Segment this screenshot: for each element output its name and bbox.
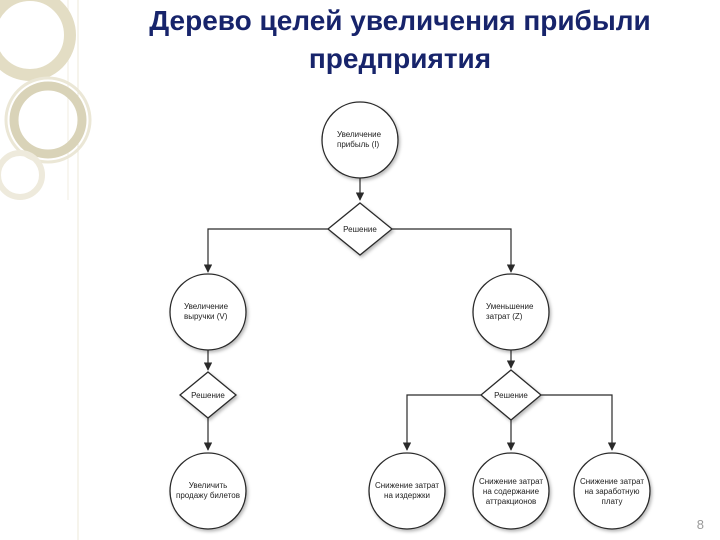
node-tickets-circle: [169, 452, 247, 530]
deco-ring-mid: [9, 81, 87, 159]
decision-top-label: Решение: [343, 225, 377, 234]
node-attractions-line-1: Снижение затрат: [479, 477, 543, 486]
node-revenue-line-2: выручки (V): [184, 312, 228, 321]
node-revenue: Увеличение выручки (V): [169, 273, 247, 351]
node-salary-line-2: на заработную: [584, 487, 639, 496]
connector-decision-to-right: [392, 228, 516, 273]
node-attractions-line-3: аттракционов: [486, 497, 537, 506]
node-tickets-line-2: продажу билетов: [176, 491, 240, 500]
title-line-1: Дерево целей увеличения прибыли: [149, 5, 651, 36]
node-salary-line-3: плату: [601, 497, 622, 506]
deco-ring-large: [0, 0, 76, 81]
node-costs-reduction-circle: [472, 273, 550, 351]
node-tickets: Увеличить продажу билетов: [169, 452, 247, 530]
decision-right-diamond: [479, 369, 543, 421]
decision-right: Решение: [479, 369, 543, 421]
node-root: Увеличение прибыль (I): [321, 101, 399, 179]
node-costs-reduction: Уменьшение затрат (Z): [472, 273, 550, 351]
node-salary-line-1: Снижение затрат: [580, 477, 644, 486]
node-salary: Снижение затрат на заработную плату: [573, 452, 651, 530]
connector-decision-to-costs: [402, 394, 481, 451]
decision-top: Решение: [326, 202, 394, 256]
node-overhead-line-1: Снижение затрат: [375, 481, 439, 490]
node-overhead-line-2: на издержки: [384, 491, 430, 500]
deco-ring-outer: [4, 76, 92, 164]
node-revenue-circle: [169, 273, 247, 351]
connector-decision-to-salary: [541, 394, 617, 451]
node-attractions-circle: [472, 452, 550, 530]
node-root-circle: [321, 101, 399, 179]
node-costs-reduction-line-2: затрат (Z): [486, 312, 523, 321]
node-attractions-line-2: на содержание: [483, 487, 540, 496]
decision-right-label: Решение: [494, 391, 528, 400]
deco-ring-small: [0, 150, 45, 200]
decision-top-diamond: [326, 202, 394, 256]
node-costs-reduction-line-1: Уменьшение: [486, 302, 534, 311]
node-overhead: Снижение затрат на издержки: [368, 452, 446, 530]
decision-left-diamond: [178, 371, 238, 419]
connectors: [203, 178, 617, 451]
node-salary-circle: [573, 452, 651, 530]
decorative-rings: [0, 0, 92, 540]
decision-left-label: Решение: [191, 391, 225, 400]
node-root-line-2: прибыль (I): [337, 140, 380, 149]
connector-decision-to-left: [203, 228, 328, 273]
decision-left: Решение: [178, 371, 238, 419]
slide-title: Дерево целей увеличения прибыли предприя…: [100, 2, 700, 78]
node-root-line-1: Увеличение: [337, 130, 382, 139]
node-attractions: Снижение затрат на содержание аттракцион…: [472, 452, 550, 530]
page-number: 8: [696, 517, 704, 532]
node-revenue-line-1: Увеличение: [184, 302, 229, 311]
node-tickets-line-1: Увеличить: [189, 481, 228, 490]
title-line-2: предприятия: [308, 43, 492, 74]
node-overhead-circle: [368, 452, 446, 530]
